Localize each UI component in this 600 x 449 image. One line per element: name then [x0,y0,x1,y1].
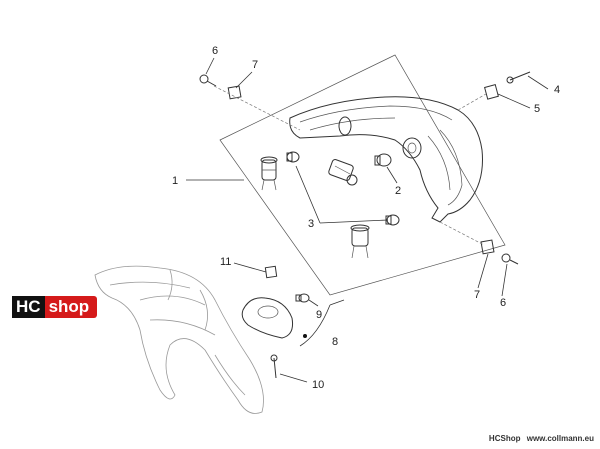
callout-6-top: 6 [212,45,218,57]
callout-1: 1 [172,175,178,187]
callout-7-top: 7 [252,59,258,71]
logo-shop-text: shop [44,296,98,318]
bracket-8 [299,299,345,347]
clip-nut-7-bottom [480,239,495,255]
bulb-socket-dot [303,334,307,338]
callout-7-bottom: 7 [474,289,480,301]
bulb-left [286,151,300,163]
bulb-9 [295,293,310,303]
callout-8: 8 [332,336,338,348]
license-plate-light [241,297,307,339]
hcshop-logo: HC shop [12,296,98,318]
bulb-2 [374,153,392,167]
taillight-housing [289,96,483,223]
callout-5: 5 [534,103,540,115]
assembly-outline [219,54,506,296]
callout-4: 4 [554,84,560,96]
screw-6-bottom [501,253,519,265]
logo-hc-text: HC [12,296,45,318]
callout-9: 9 [316,309,322,321]
rear-fender-ghost [94,265,264,414]
callout-11: 11 [220,256,231,268]
footer-credit: HCShop www.collmann.eu [489,434,594,443]
screw-4 [506,71,531,84]
callout-3: 3 [308,218,314,230]
footer-brand: HCShop [488,434,521,443]
callout-6-bottom: 6 [500,297,506,309]
callout-2: 2 [395,185,401,197]
clip-11 [264,265,278,279]
leader-lines [186,57,549,383]
bulb-holder-lower [350,224,370,259]
footer-site: www.collmann.eu [526,434,594,443]
bulb-holder-center [328,159,358,186]
screw-10 [270,354,278,379]
clip-nut-5 [484,84,499,100]
clip-nut-7-top [227,85,242,100]
bulb-holder-upper-left [260,156,278,191]
callout-10: 10 [312,379,324,391]
screw-6-top [199,74,217,87]
